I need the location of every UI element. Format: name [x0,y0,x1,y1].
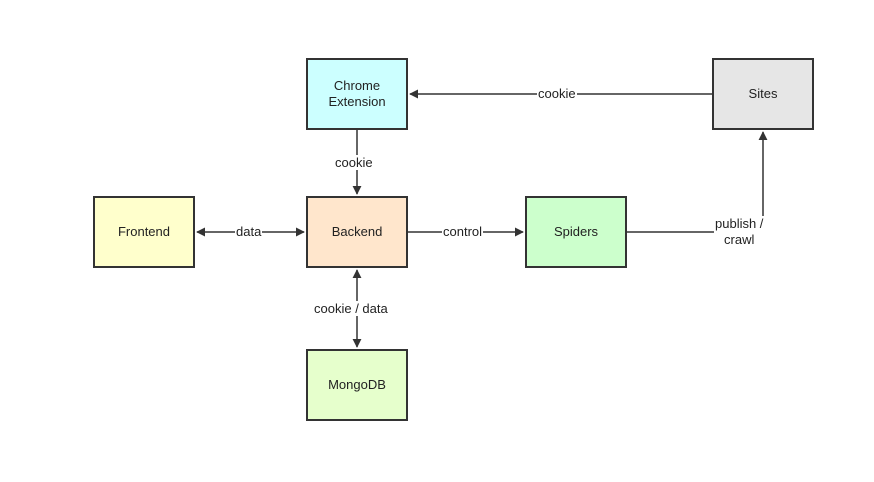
edge-label-sites-chrome: cookie [537,86,577,101]
node-mongodb: MongoDB [306,349,408,421]
node-sites: Sites [712,58,814,130]
edge-label-spiders-sites: publish / crawl [714,216,765,248]
edge-label-backend-spiders: control [442,224,484,239]
node-spiders: Spiders [525,196,627,268]
node-backend: Backend [306,196,408,268]
edge-label-backend-mongodb: cookie / data [313,301,389,316]
node-chrome-extension: Chrome Extension [306,58,408,130]
edge-label-frontend-backend: data [235,224,263,239]
edge-label-chrome-backend: cookie [334,155,374,170]
node-frontend: Frontend [93,196,195,268]
